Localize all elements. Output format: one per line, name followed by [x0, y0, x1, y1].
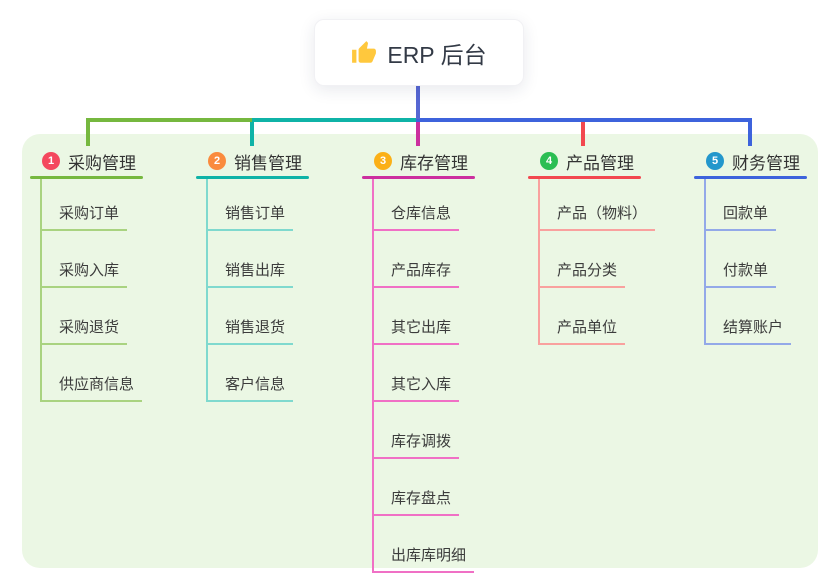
branch-node-label: 产品管理: [566, 153, 634, 173]
branch-number-badge: 3: [374, 152, 392, 170]
child-node-label: 仓库信息: [391, 205, 452, 222]
connector-drop-2: [250, 118, 254, 146]
root-node[interactable]: ERP 后台: [314, 19, 524, 86]
child-node-label: 采购入库: [59, 262, 120, 279]
root-node-label: ERP 后台: [387, 41, 487, 68]
child-node-label: 其它入库: [391, 376, 452, 393]
branch-underline: [30, 176, 143, 179]
branch-underline: [362, 176, 475, 179]
branch-children: 回款单付款单结算账户: [704, 179, 792, 345]
connector-bus-left: [86, 118, 254, 122]
branch-number-badge: 5: [706, 152, 724, 170]
child-node[interactable]: 其它入库: [374, 345, 460, 402]
child-node[interactable]: 仓库信息: [374, 179, 460, 231]
branch-number-badge: 1: [42, 152, 60, 170]
branch-number-badge: 2: [208, 152, 226, 170]
root-connector-line: [416, 83, 420, 119]
connector-drop-3: [416, 118, 420, 146]
connector-drop-1: [86, 118, 90, 146]
child-node[interactable]: 产品分类: [540, 231, 626, 288]
child-node[interactable]: 客户信息: [208, 345, 294, 402]
branch-node-label: 采购管理: [68, 153, 136, 173]
child-node-label: 销售退货: [225, 319, 286, 336]
child-node[interactable]: 采购退货: [42, 288, 128, 345]
child-node-label: 库存调拨: [391, 433, 452, 450]
child-node-label: 产品分类: [557, 262, 618, 279]
child-node[interactable]: 采购订单: [42, 179, 128, 231]
child-node[interactable]: 销售出库: [208, 231, 294, 288]
connector-bus-middle: [252, 118, 418, 122]
connector-bus-right: [416, 118, 752, 122]
child-node-label: 产品单位: [557, 319, 618, 336]
child-node-label: 采购订单: [59, 205, 120, 222]
child-node[interactable]: 销售退货: [208, 288, 294, 345]
child-node-label: 采购退货: [59, 319, 120, 336]
branch-underline: [528, 176, 641, 179]
connector-drop-5: [748, 118, 752, 146]
child-node-label: 结算账户: [723, 319, 784, 336]
child-node-label: 客户信息: [225, 376, 286, 393]
child-node[interactable]: 采购入库: [42, 231, 128, 288]
child-node[interactable]: 库存调拨: [374, 402, 460, 459]
child-node-label: 产品库存: [391, 262, 452, 279]
branch-children: 销售订单销售出库销售退货客户信息: [206, 179, 294, 402]
child-node[interactable]: 产品库存: [374, 231, 460, 288]
child-node-label: 销售订单: [225, 205, 286, 222]
thumbs-up-icon: [351, 40, 377, 66]
branch-column-1: 1 采购管理 采购订单采购入库采购退货供应商信息: [30, 144, 143, 402]
child-node[interactable]: 其它出库: [374, 288, 460, 345]
branches-background-panel: [22, 134, 818, 568]
branch-node[interactable]: 5 财务管理: [694, 148, 807, 174]
child-node[interactable]: 供应商信息: [42, 345, 143, 402]
branch-node-label: 财务管理: [732, 153, 800, 173]
child-node-label: 回款单: [723, 205, 769, 222]
branch-node-label: 库存管理: [400, 153, 468, 173]
child-node-label: 销售出库: [225, 262, 286, 279]
branch-node[interactable]: 2 销售管理: [196, 148, 309, 174]
branch-node[interactable]: 3 库存管理: [362, 148, 475, 174]
branch-node-label: 销售管理: [234, 153, 302, 173]
branch-number-badge: 4: [540, 152, 558, 170]
branch-children: 产品（物料） 产品分类产品单位: [538, 179, 656, 345]
child-node[interactable]: 产品（物料）: [540, 179, 656, 231]
branch-column-4: 4 产品管理 产品（物料） 产品分类产品单位: [528, 144, 656, 345]
branch-underline: [196, 176, 309, 179]
branch-underline: [694, 176, 807, 179]
branch-children: 仓库信息产品库存其它出库其它入库库存调拨库存盘点出库库明细: [372, 179, 475, 573]
branch-children: 采购订单采购入库采购退货供应商信息: [40, 179, 143, 402]
child-node-label: 出库库明细: [391, 547, 467, 564]
child-node-label: 付款单: [723, 262, 769, 279]
child-node-label: 库存盘点: [391, 490, 452, 507]
child-node[interactable]: 库存盘点: [374, 459, 460, 516]
child-node[interactable]: 销售订单: [208, 179, 294, 231]
branch-node[interactable]: 4 产品管理: [528, 148, 655, 174]
branch-column-5: 5 财务管理 回款单付款单结算账户: [694, 144, 807, 345]
branch-column-2: 2 销售管理 销售订单销售出库销售退货客户信息: [196, 144, 309, 402]
child-node[interactable]: 结算账户: [706, 288, 792, 345]
branch-column-3: 3 库存管理 仓库信息产品库存其它出库其它入库库存调拨库存盘点出库库明细: [362, 144, 475, 573]
child-node-label: 产品（物料）: [557, 205, 648, 222]
connector-drop-4: [581, 118, 585, 146]
child-node[interactable]: 出库库明细: [374, 516, 475, 573]
child-node[interactable]: 产品单位: [540, 288, 626, 345]
child-node-label: 供应商信息: [59, 376, 135, 393]
branch-node[interactable]: 1 采购管理: [30, 148, 143, 174]
child-node[interactable]: 回款单: [706, 179, 777, 231]
child-node[interactable]: 付款单: [706, 231, 777, 288]
child-node-label: 其它出库: [391, 319, 452, 336]
